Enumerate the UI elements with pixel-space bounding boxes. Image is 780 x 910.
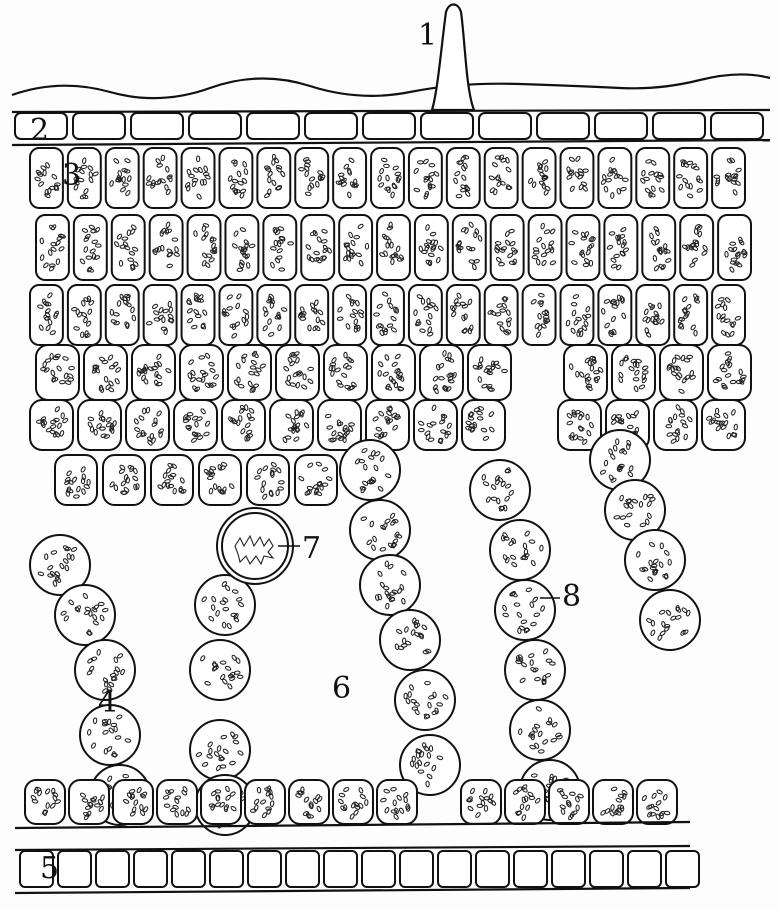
cell [228, 345, 271, 400]
cell [182, 148, 215, 208]
epidermal-cell [537, 113, 589, 139]
lower-epidermis-cells [20, 851, 699, 887]
epidermal-cell [400, 851, 433, 887]
label-3: 3 [62, 158, 81, 193]
epidermal-cell [305, 113, 357, 139]
epidermal-cell [247, 113, 299, 139]
epidermal-cell [666, 851, 699, 887]
cell [593, 780, 633, 824]
trichome-hair [432, 5, 474, 111]
cell [708, 345, 751, 400]
cell [333, 148, 366, 208]
cell [201, 780, 241, 824]
cell [674, 285, 707, 345]
cell [78, 400, 121, 450]
label-6: 6 [332, 671, 351, 706]
cell [25, 780, 65, 824]
epidermal-cell [421, 113, 473, 139]
epidermal-cell [210, 851, 243, 887]
cell [151, 455, 193, 505]
cell [654, 400, 697, 450]
cell [377, 215, 410, 280]
cell [523, 148, 556, 208]
label-2: 2 [30, 113, 49, 148]
epidermal-cell [595, 113, 647, 139]
epidermal-cell [248, 851, 281, 887]
epidermal-cell [438, 851, 471, 887]
epidermal-cell [590, 851, 623, 887]
spongy-cell [640, 590, 700, 650]
spongy-cell [350, 500, 410, 560]
cell [660, 345, 703, 400]
spongy-cell [380, 610, 440, 670]
epidermal-cell [73, 113, 125, 139]
cell [180, 345, 223, 400]
cell [247, 455, 289, 505]
epidermal-cell [552, 851, 585, 887]
epidermal-cell [362, 851, 395, 887]
cell [103, 455, 145, 505]
epidermal-cell [479, 113, 531, 139]
cell [257, 285, 290, 345]
label-8: 8 [562, 579, 581, 614]
label-7: 7 [302, 531, 321, 566]
cell [257, 148, 290, 208]
spongy-cell [360, 555, 420, 615]
cell [222, 400, 265, 450]
spongy-cell [395, 670, 455, 730]
cell [270, 400, 313, 450]
cell [84, 345, 127, 400]
cell [604, 215, 637, 280]
epidermal-cell [628, 851, 661, 887]
epidermal-cell [514, 851, 547, 887]
epidermal-cell [134, 851, 167, 887]
label-4: 4 [98, 685, 117, 720]
cell [295, 285, 328, 345]
spongy-cell [340, 440, 400, 500]
epidermal-cell [96, 851, 129, 887]
cell [199, 455, 241, 505]
cell [219, 148, 252, 208]
epidermal-cell [286, 851, 319, 887]
spongy-cell [190, 640, 250, 700]
spongy-cell [490, 520, 550, 580]
cell [567, 215, 600, 280]
cell [485, 285, 518, 345]
cell [36, 345, 79, 400]
cell [113, 780, 153, 824]
spongy-cell [195, 575, 255, 635]
epidermal-cell [172, 851, 205, 887]
cell [598, 285, 631, 345]
epidermal-cell [476, 851, 509, 887]
cell [339, 215, 372, 280]
label-5: 5 [40, 851, 59, 886]
epidermal-cell [324, 851, 357, 887]
cell [420, 345, 463, 400]
upper-epidermis-cells [15, 113, 763, 139]
cell [30, 400, 73, 450]
epidermal-cell [363, 113, 415, 139]
spongy-cell [505, 640, 565, 700]
epidermal-cell [653, 113, 705, 139]
cell [112, 215, 145, 280]
label-1: 1 [418, 18, 437, 53]
cell [636, 285, 669, 345]
epidermal-cell [58, 851, 91, 887]
epidermal-cell [711, 113, 763, 139]
epidermal-cell [131, 113, 183, 139]
epidermal-cell [189, 113, 241, 139]
